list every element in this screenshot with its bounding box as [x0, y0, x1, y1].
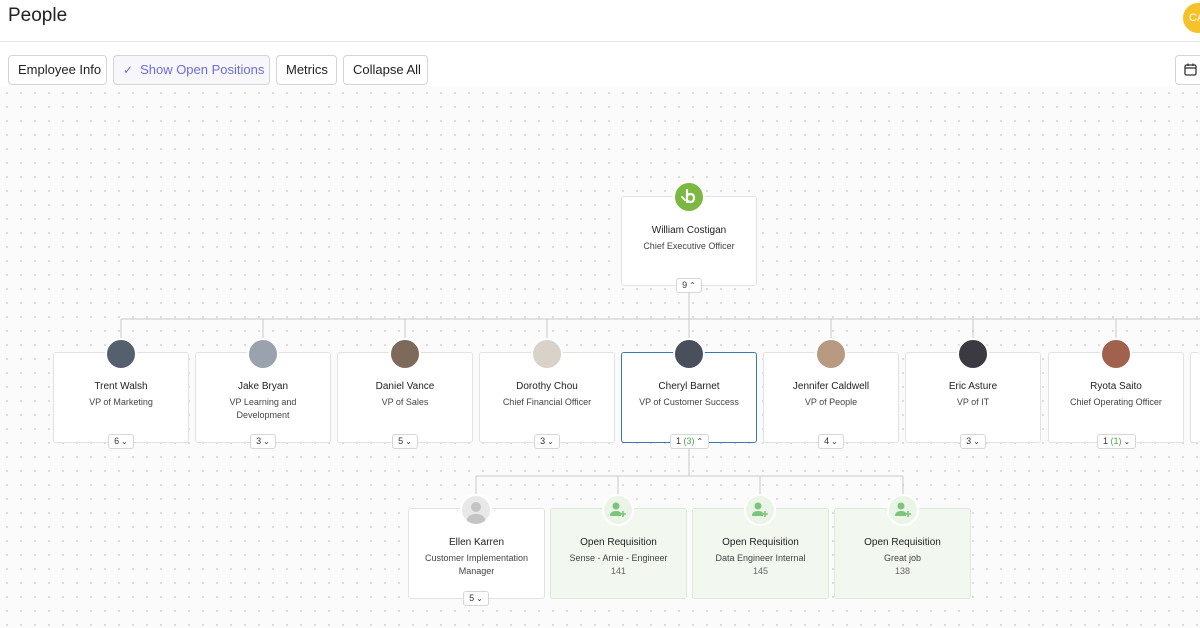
- add-user-icon: [610, 502, 626, 517]
- top-bar: People CA: [0, 0, 1200, 42]
- direct-reports-badge[interactable]: 5⌄: [392, 434, 418, 449]
- org-chart-canvas[interactable]: William Costigan Chief Executive Officer…: [0, 86, 1200, 628]
- open-requisition-label: Open Requisition: [580, 537, 657, 548]
- person-icon: [466, 502, 486, 524]
- direct-reports-badge[interactable]: 3⌄: [960, 434, 986, 449]
- requisition-number: 141: [610, 566, 627, 576]
- employee-title: Chief Operating Officer: [1070, 397, 1162, 407]
- employee-name: Ryota Saito: [1090, 381, 1142, 392]
- employee-photo: [673, 338, 705, 370]
- employee-title: VP of Sales: [381, 397, 429, 407]
- report-count: 3: [256, 436, 262, 446]
- employee-name: Jennifer Caldwell: [792, 381, 870, 392]
- add-person-icon: [744, 494, 776, 526]
- employee-title: VP of People: [804, 397, 858, 407]
- open-positions-count: (3): [683, 436, 695, 446]
- employee-title: Customer Implementation Manager: [424, 553, 529, 576]
- employee-name: Cheryl Barnet: [658, 381, 720, 392]
- employee-title: Chief Executive Officer: [643, 241, 735, 251]
- report-count: 3: [966, 436, 972, 446]
- collapse-all-button[interactable]: Collapse All: [343, 55, 428, 85]
- add-user-icon: [752, 502, 768, 517]
- employee-photo: [247, 338, 279, 370]
- report-count: 1: [1103, 436, 1109, 446]
- requisition-title: Great job: [883, 553, 922, 563]
- add-person-icon: [887, 494, 919, 526]
- report-count: 3: [540, 436, 546, 446]
- requisition-number: 145: [752, 566, 769, 576]
- chevron-up-icon: ⌃: [696, 437, 704, 446]
- employee-photo: [389, 338, 421, 370]
- requisition-title: Sense - Arnie - Engineer: [569, 553, 668, 563]
- employee-photo: [1100, 338, 1132, 370]
- direct-reports-badge[interactable]: 1 (3)⌃: [670, 434, 710, 449]
- chevron-up-icon: ⌃: [689, 281, 696, 290]
- employee-title: VP of IT: [956, 397, 990, 407]
- employee-title: VP Learning and Development: [229, 397, 297, 420]
- report-count: 1: [676, 436, 682, 446]
- add-person-icon: [602, 494, 634, 526]
- employee-name: William Costigan: [651, 225, 727, 236]
- user-avatar[interactable]: CA: [1183, 3, 1200, 33]
- calendar-icon: [1184, 63, 1197, 76]
- employee-card-partial[interactable]: [1190, 352, 1200, 443]
- direct-reports-badge[interactable]: 3⌄: [250, 434, 276, 449]
- show-open-positions-button[interactable]: ✓ Show Open Positions: [113, 55, 270, 85]
- calendar-button[interactable]: [1175, 55, 1200, 85]
- employee-name: Eric Asture: [948, 381, 998, 392]
- company-logo: [673, 181, 705, 213]
- report-count: 9: [682, 280, 688, 290]
- show-open-positions-label: Show Open Positions: [140, 62, 265, 77]
- employee-name: Ellen Karren: [448, 537, 505, 548]
- requisition-number: 138: [894, 566, 911, 576]
- employee-title: VP of Customer Success: [639, 397, 739, 407]
- connector-lines: [120, 291, 1200, 508]
- direct-reports-badge[interactable]: 3⌄: [534, 434, 560, 449]
- check-icon: ✓: [123, 63, 134, 77]
- open-positions-count: (1): [1110, 436, 1122, 446]
- direct-reports-badge[interactable]: 1 (1)⌄: [1097, 434, 1137, 449]
- open-requisition-label: Open Requisition: [722, 537, 799, 548]
- bamboo-logo-icon: [681, 188, 696, 204]
- direct-reports-badge[interactable]: 6⌄: [108, 434, 134, 449]
- employee-title: Chief Financial Officer: [502, 397, 592, 407]
- chevron-down-icon: ⌄: [263, 437, 270, 446]
- direct-reports-badge[interactable]: 9⌃: [676, 278, 702, 293]
- chevron-down-icon: ⌄: [547, 437, 554, 446]
- chevron-down-icon: ⌄: [1123, 437, 1131, 446]
- employee-name: Jake Bryan: [237, 381, 289, 392]
- chevron-down-icon: ⌄: [121, 437, 128, 446]
- report-count: 6: [114, 436, 120, 446]
- chevron-down-icon: ⌄: [405, 437, 412, 446]
- report-count: 5: [398, 436, 404, 446]
- add-user-icon: [895, 502, 911, 517]
- requisition-title: Data Engineer Internal: [715, 553, 806, 563]
- employee-photo: [531, 338, 563, 370]
- employee-photo: [957, 338, 989, 370]
- employee-info-button[interactable]: Employee Info: [8, 55, 107, 85]
- employee-title: VP of Marketing: [89, 397, 153, 407]
- direct-reports-badge[interactable]: 4⌄: [818, 434, 844, 449]
- chevron-down-icon: ⌄: [973, 437, 980, 446]
- report-count: 4: [824, 436, 830, 446]
- page-title: People: [8, 5, 68, 26]
- employee-name: Daniel Vance: [375, 381, 435, 392]
- metrics-button[interactable]: Metrics: [276, 55, 337, 85]
- employee-name: Dorothy Chou: [516, 381, 578, 392]
- open-requisition-label: Open Requisition: [864, 537, 941, 548]
- chevron-down-icon: ⌄: [831, 437, 838, 446]
- chevron-down-icon: ⌄: [476, 594, 483, 603]
- employee-photo: [105, 338, 137, 370]
- employee-photo-placeholder: [460, 494, 492, 526]
- employee-name: Trent Walsh: [94, 381, 148, 392]
- direct-reports-badge[interactable]: 5⌄: [463, 591, 489, 606]
- report-count: 5: [469, 593, 475, 603]
- employee-photo: [815, 338, 847, 370]
